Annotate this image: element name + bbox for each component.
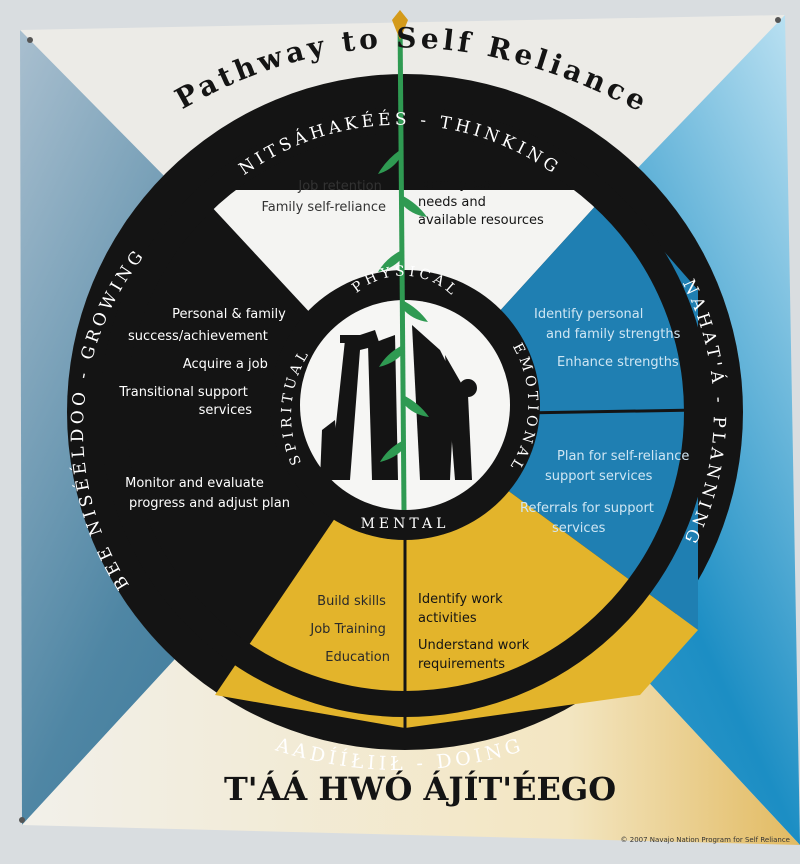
corner-pin (775, 17, 781, 23)
right-upper-text: Identify personal and family strengths E… (534, 307, 685, 370)
copyright-text: © 2007 Navajo Nation Program for Self Re… (621, 836, 790, 844)
right-lower-text: Plan for self-reliance support services … (520, 449, 694, 536)
bottom-title: T'ÁÁ HWÓ ÁJÍT'ÉEGO (224, 770, 616, 808)
mental-label: MENTAL (361, 516, 450, 532)
top-left-text: Job retention Family self-reliance (261, 179, 386, 215)
bottom-left-text: Build skills Job Training Education (309, 594, 390, 665)
corn-stalk-icon (378, 10, 429, 511)
corner-pin (27, 37, 33, 43)
family-figures-icon (320, 325, 477, 480)
top-right-text: Identify basic needs and available resou… (418, 177, 544, 228)
left-upper-text: Personal & family success/achievement Ac… (118, 307, 290, 418)
bottom-right-text: Identify work activities Understand work… (418, 592, 533, 672)
corner-pin (19, 817, 25, 823)
left-lower-text: Monitor and evaluate progress and adjust… (125, 476, 290, 511)
right-segment (405, 190, 698, 630)
